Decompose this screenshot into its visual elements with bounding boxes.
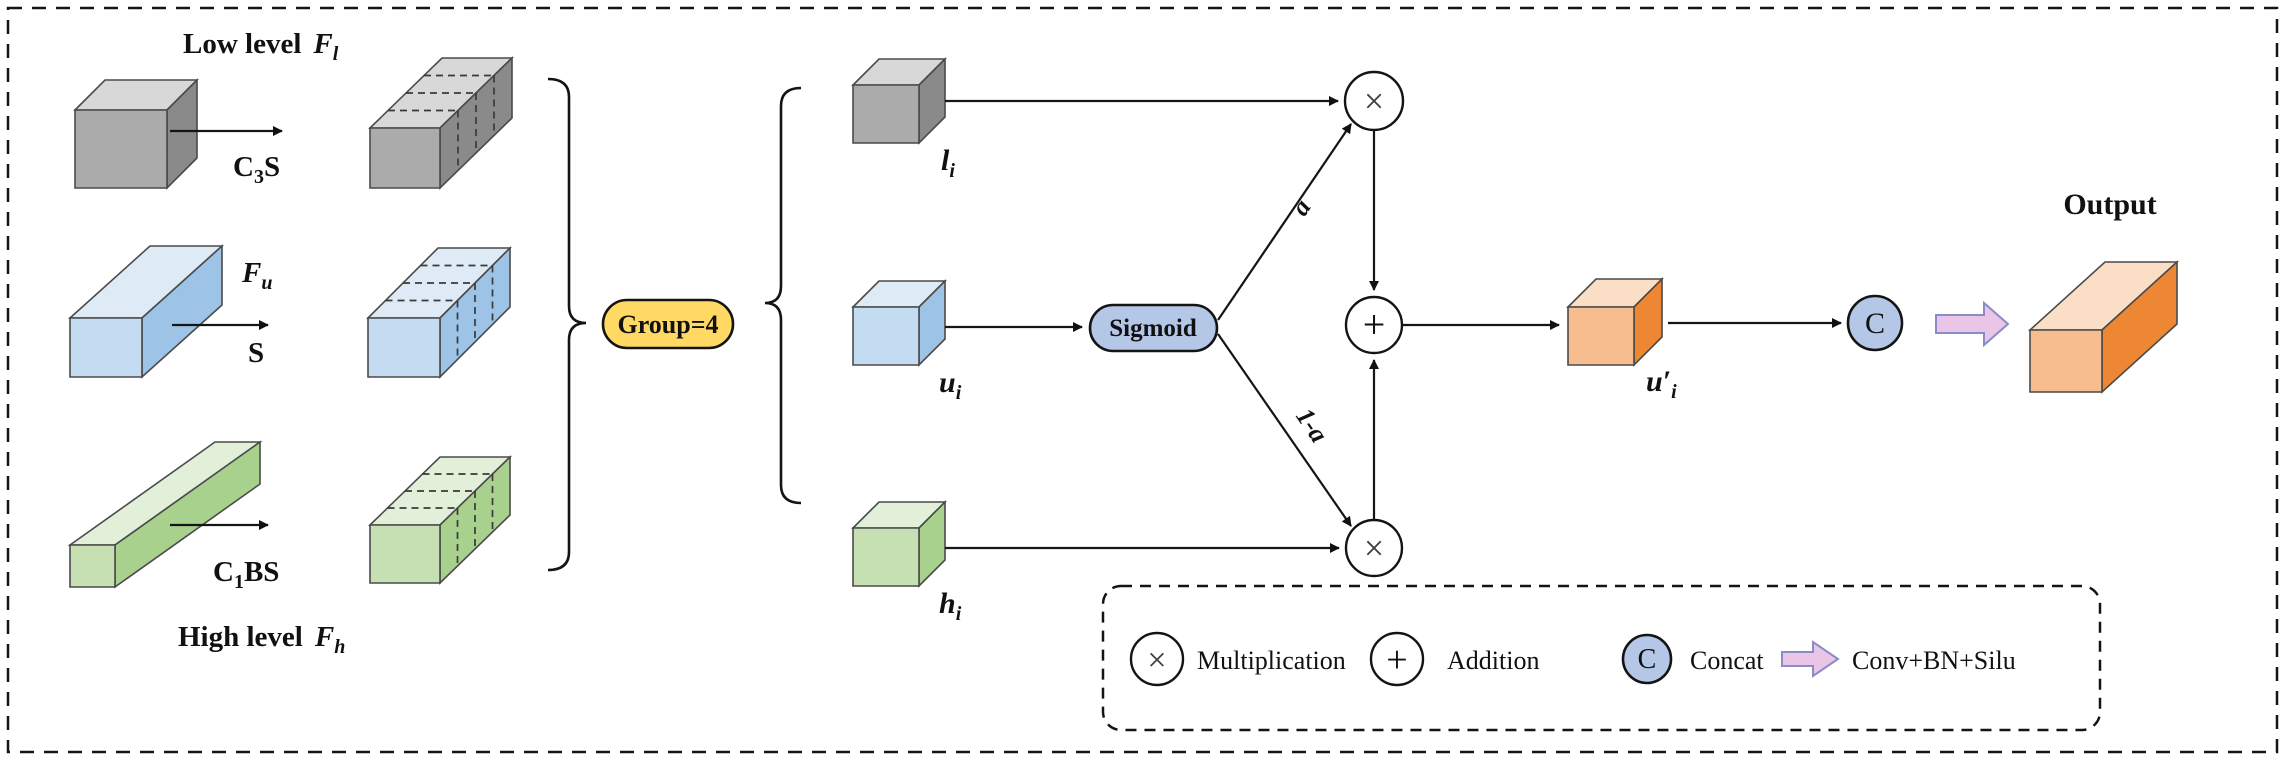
sigmoid-to-bottom-multiply-arrow	[1217, 333, 1352, 527]
sigmoid-label: Sigmoid	[1109, 315, 1197, 342]
label-output: Output	[2063, 188, 2156, 221]
fused-cube-front-face	[1567, 306, 1635, 366]
top-multiply-icon: ×	[1364, 81, 1384, 121]
split-blue-front-face	[367, 317, 441, 378]
blue-bar-front-face	[69, 317, 143, 378]
output-cuboid	[2027, 260, 2180, 394]
bottom-multiply-node	[1344, 518, 1404, 578]
add-node	[1344, 295, 1404, 355]
label-hi: hi	[939, 587, 962, 625]
sigmoid-to-top-multiply-arrow	[1217, 123, 1352, 321]
ui-cube	[851, 279, 947, 367]
label-ui: ui	[939, 366, 962, 404]
legend-concat-icon	[1621, 633, 1673, 685]
green-bar-front-face	[69, 544, 116, 588]
group-pill	[601, 298, 735, 350]
hi-cube-front-face	[852, 527, 920, 587]
label-s: S	[248, 337, 264, 369]
concat-node	[1846, 294, 1904, 352]
fused-cube	[1566, 277, 1664, 367]
legend-concat-label: Concat	[1690, 646, 1764, 675]
legend-conv-label: Conv+BN+Silu	[1852, 646, 2016, 675]
legend-multiplication-label: Multiplication	[1197, 646, 1346, 675]
hi-cube	[851, 500, 947, 588]
split-blue-group-dividers	[385, 264, 494, 360]
low-level-cube	[73, 78, 199, 190]
legend: × Multiplication + Addition C Concat Con…	[1101, 584, 2102, 732]
legend-box	[1101, 584, 2102, 732]
grouped-mid-feature-box	[366, 246, 512, 379]
upsampled-feature-bar	[67, 244, 225, 379]
split-green-group-dividers	[387, 473, 494, 566]
split-gray-front-face	[369, 127, 441, 189]
legend-conv-arrow-icon	[1781, 640, 1840, 678]
ui-cube-front-face	[852, 306, 920, 366]
conv-bn-silu-arrow	[1935, 300, 2010, 348]
legend-add-glyph: +	[1386, 639, 1407, 681]
split-green-front-face	[369, 524, 441, 584]
grouped-low-feature-box	[368, 56, 514, 190]
legend-multiply-icon	[1129, 631, 1185, 687]
label-u-prime-i: u′i	[1646, 365, 1677, 403]
concat-icon: C	[1865, 307, 1885, 340]
li-cube	[851, 57, 947, 145]
closing-brace	[547, 77, 587, 572]
sigmoid-pill	[1088, 303, 1219, 353]
legend-addition-label: Addition	[1447, 646, 1539, 675]
bottom-multiply-icon: ×	[1364, 528, 1384, 568]
opening-brace	[764, 86, 802, 505]
label-one-minus-a: 1-a	[1290, 403, 1333, 448]
li-cube-front-face	[852, 84, 920, 144]
label-c1bs: C1BS	[213, 556, 279, 593]
label-c3s: C3S	[233, 151, 280, 188]
high-level-bar	[67, 440, 263, 589]
group-pill-label: Group=4	[617, 310, 718, 339]
legend-concat-glyph: C	[1638, 644, 1657, 675]
split-gray-group-dividers	[388, 74, 495, 171]
low-cube-front-face	[74, 109, 168, 189]
grouped-high-feature-box	[368, 455, 512, 585]
add-icon: +	[1363, 302, 1386, 347]
legend-add-icon	[1369, 631, 1425, 687]
outer-dashed-border	[6, 6, 2279, 754]
label-li: li	[941, 144, 955, 182]
legend-multiply-glyph: ×	[1147, 642, 1166, 679]
output-front-face	[2029, 329, 2103, 393]
label-fu: Fu	[241, 257, 272, 294]
